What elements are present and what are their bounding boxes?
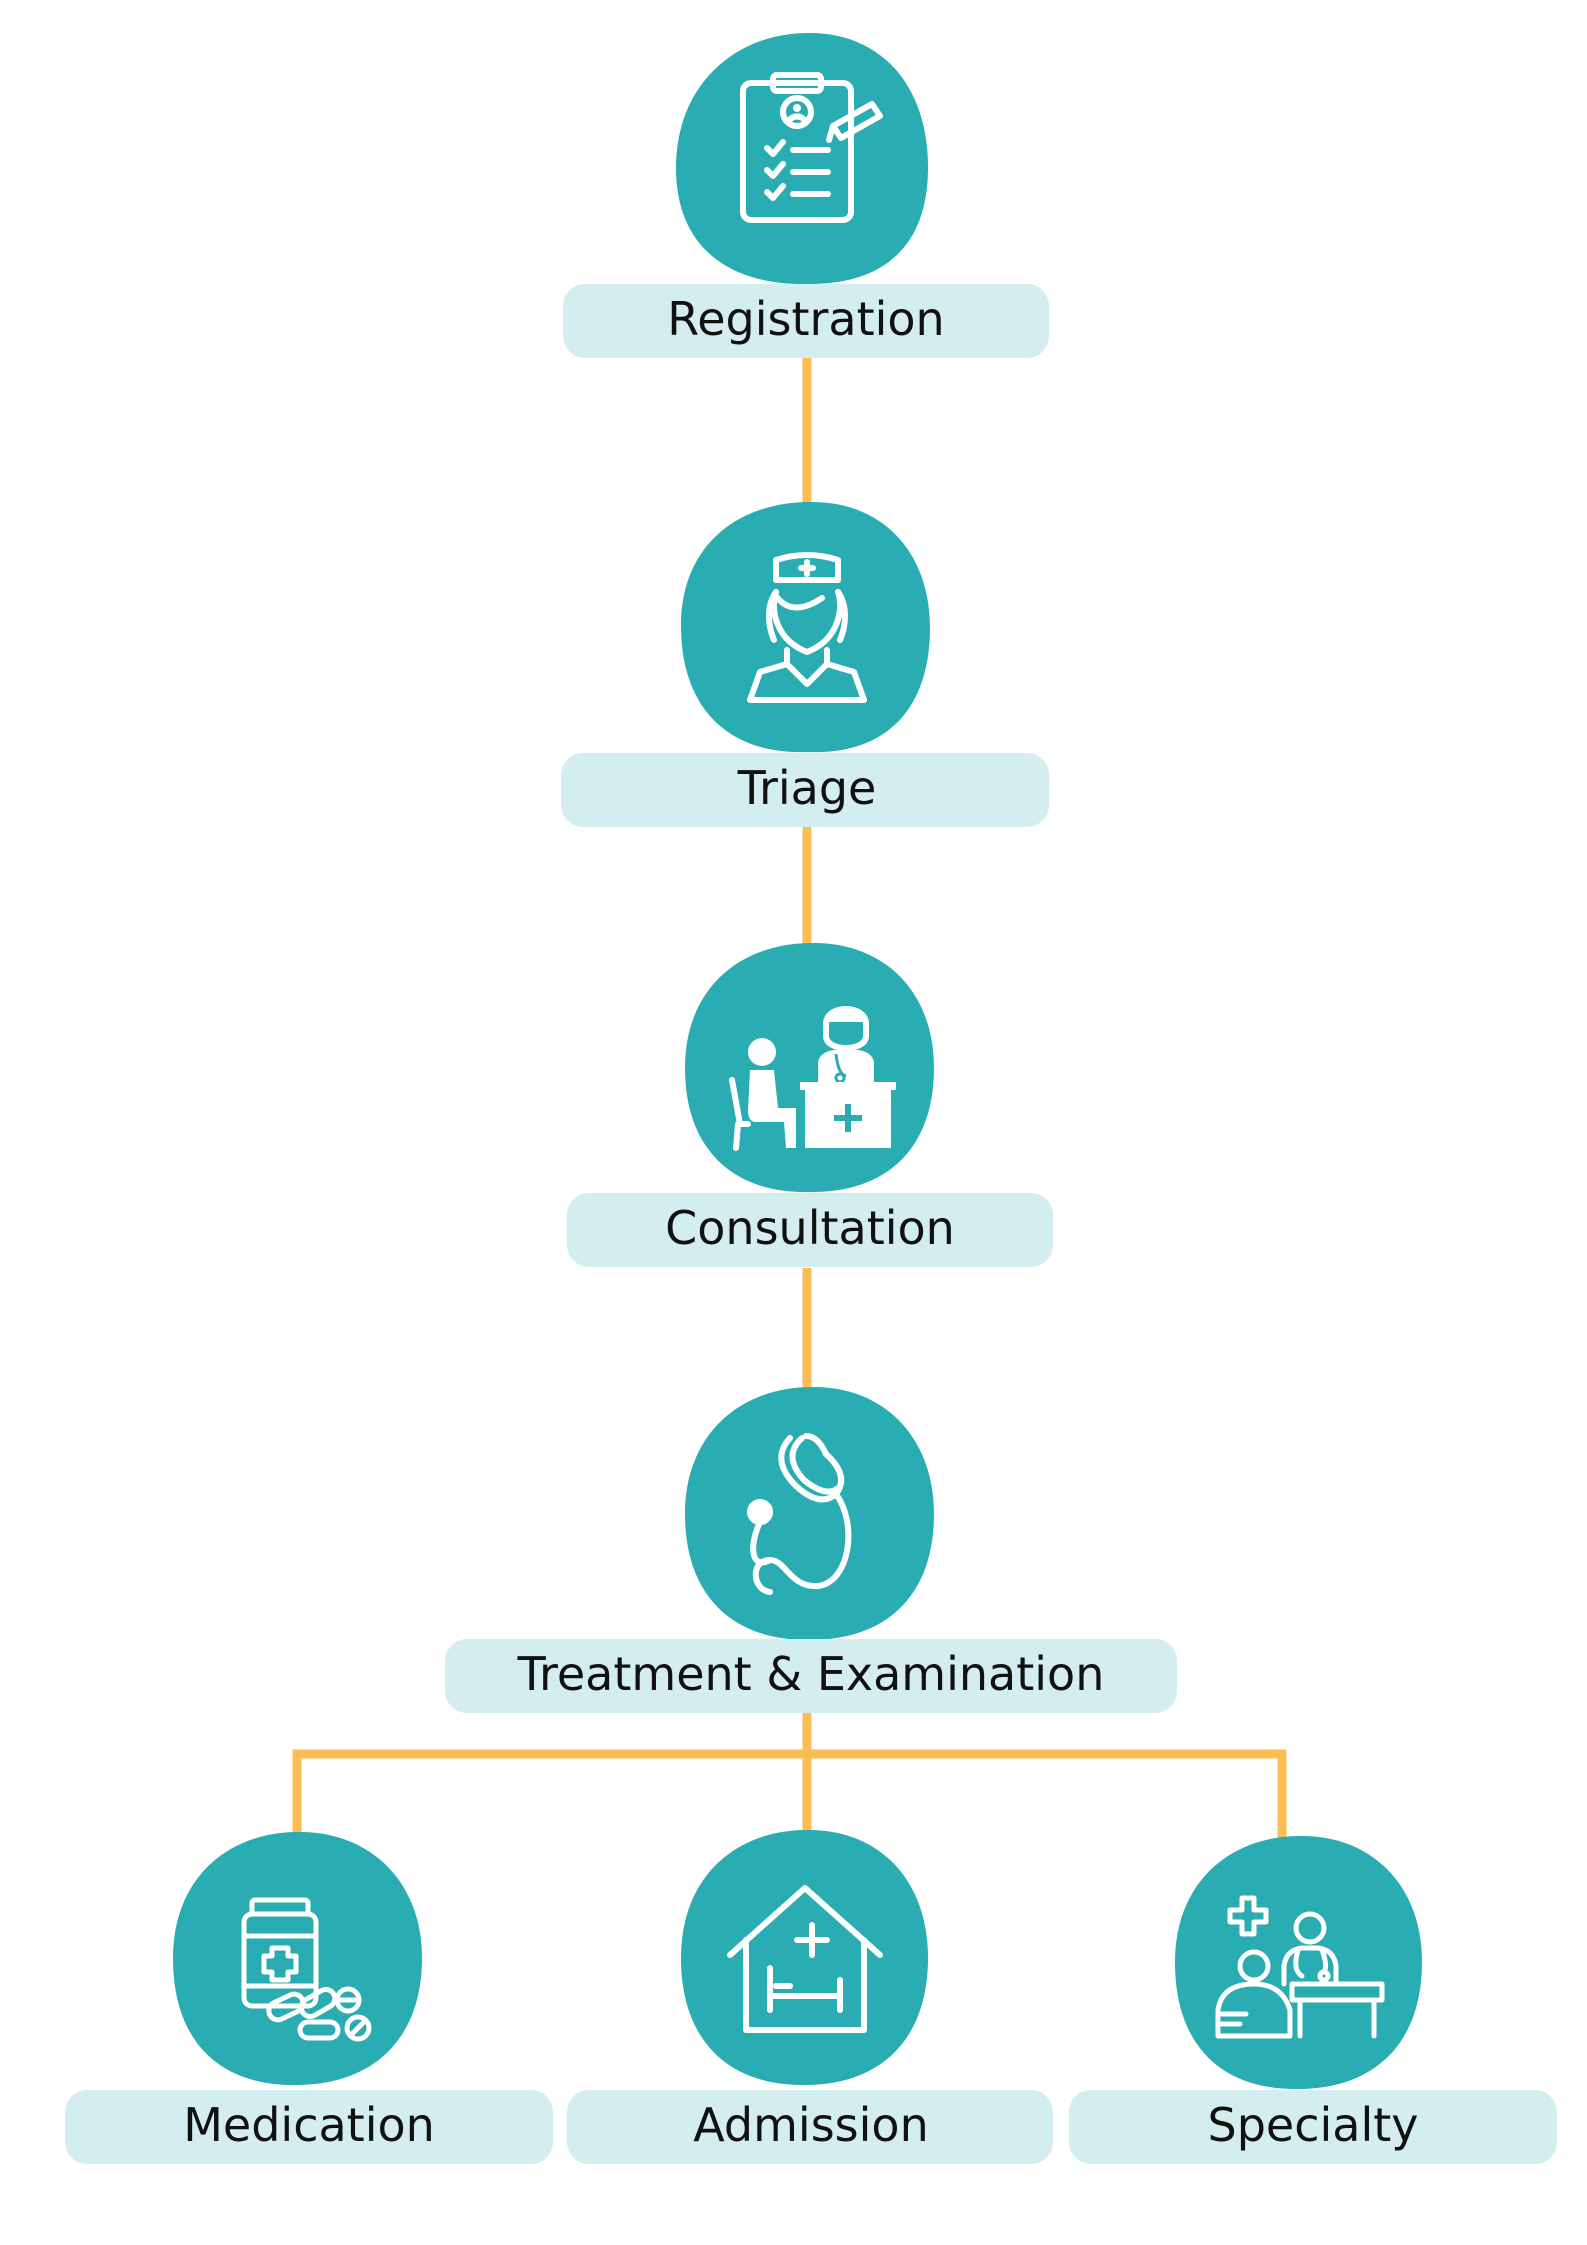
outcome-label: Medication [183, 2098, 435, 2152]
step-label-bg [563, 284, 1049, 358]
specialist-doctor-icon [1215, 1895, 1385, 2039]
step-circle [676, 32, 929, 285]
nurse-icon [747, 552, 867, 703]
step-label-bg [561, 753, 1049, 827]
outcome-label-bg [65, 2090, 553, 2164]
step-label: Triage [737, 761, 877, 815]
step-circle [685, 1386, 934, 1641]
outcome-label: Admission [693, 2098, 928, 2152]
step-circle [685, 942, 934, 1193]
outcome-circle [1175, 1835, 1422, 2090]
step-label-bg [445, 1639, 1177, 1713]
step-label-bg [567, 1193, 1053, 1267]
medicine-bottle-pills-icon [241, 1897, 372, 2042]
outcome-circle [681, 1829, 928, 2086]
stethoscope-icon [747, 1433, 852, 1595]
outcome-label-bg [1069, 2090, 1557, 2164]
hospital-bed-house-icon [727, 1885, 883, 2033]
step-circle [680, 501, 930, 753]
step-treatment-examination: Treatment & Examination [445, 1386, 1177, 1713]
step-registration: Registration [563, 32, 1049, 358]
doctor-consultation-icon [729, 1006, 896, 1151]
step-label: Treatment & Examination [517, 1647, 1105, 1701]
outcome-medication: Medication [65, 1831, 553, 2164]
outcome-label: Specialty [1208, 2098, 1419, 2152]
step-consultation: Consultation [567, 942, 1053, 1267]
connector-branch-horizontal [292, 1749, 1287, 1840]
step-label: Consultation [665, 1201, 955, 1255]
outcome-admission: Admission [567, 1829, 1053, 2164]
step-triage: Triage [561, 501, 1049, 827]
connectors [292, 358, 1287, 1840]
step-label: Registration [667, 292, 944, 346]
outcome-specialty: Specialty [1069, 1835, 1557, 2164]
clipboard-checklist-icon [740, 72, 883, 223]
outcome-label-bg [567, 2090, 1053, 2164]
